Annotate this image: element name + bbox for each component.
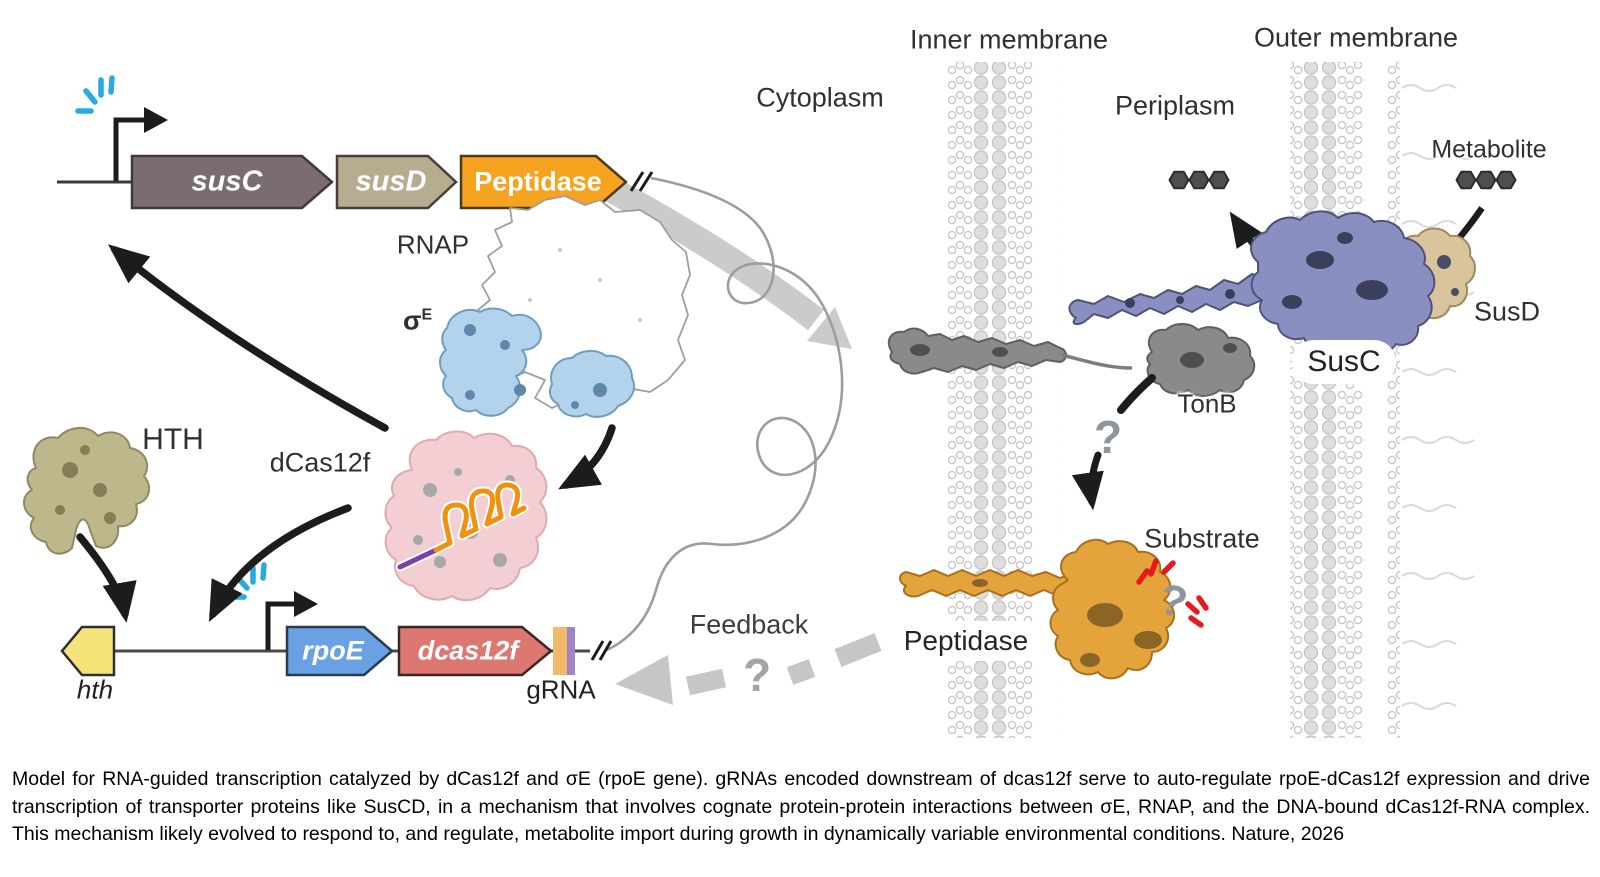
tonb-energization-arrow [1071,374,1156,511]
translocation-arrow [592,171,852,349]
peptidase-label-pill: Peptidase [885,621,1047,661]
peptidase-protein [899,538,1175,680]
susd-label: SusD [1473,296,1541,327]
metabolite-hexagons-icon [1455,170,1517,190]
gene-label-dcas12f: dcas12f [417,635,519,666]
gene-label-peptidase: Peptidase [474,166,602,197]
figure-caption: Model for RNA-guided transcription catal… [12,768,1590,846]
susc-protein [1068,210,1436,354]
gene-arrow-rpoE [285,625,394,677]
activation-arrows [76,244,616,623]
promoter-icon [113,107,168,181]
sigma-sup: E [421,306,433,324]
arrow-hth-to-locus [76,533,137,623]
gene-arrow-dcas12f [397,625,553,677]
outer-membrane-bilayer [1290,62,1400,738]
tonb-label: TonB [1177,388,1237,419]
arrow-dcas12f-to-sus-promoter [108,244,389,432]
feedback-question-mark: ? [742,649,772,701]
sigma-e-label: σE [403,306,432,337]
dcas12f-complex-label: dCas12f [269,447,371,478]
membrane-label-inner: Inner membrane [909,24,1109,55]
diagram-canvas [23,62,1517,738]
grna-block-purple [567,627,575,675]
membrane-label-outer: Outer membrane [1253,22,1459,53]
gene-label-susD: susD [355,165,427,198]
gene-arrow-hth [60,625,116,677]
substrate-label: Substrate [1144,523,1260,554]
tonb-protein [887,323,1256,397]
transcription-burst-icon [75,75,115,114]
sus-operon-locus [57,75,654,210]
periplasm-hexagons-icon [1168,170,1230,190]
gene-label-rpoE: rpoE [302,635,364,666]
arrow-dcas12f-to-rpoe-promoter [208,504,352,623]
sequence-break-icon [590,640,613,661]
gene-arrow-susD [335,154,458,210]
dcas12f-grna-complex [384,430,548,602]
gene-arrow-peptidase [459,154,628,210]
tonb-question-mark: ? [1093,411,1123,463]
gene-arrow-susC [130,154,334,210]
grna-block-orange [553,627,567,675]
hth-protein [23,427,151,555]
sigma-e-protein [439,307,636,418]
sigma-char: σ [403,305,422,336]
grna-label: gRNA [526,674,596,705]
cleavage-marks-icon [1136,558,1209,628]
region-label-cytoplasm: Cytoplasm [756,82,884,113]
promoter-icon [265,591,318,650]
dna-connector-line [606,176,844,652]
grna-hairpin-icon [395,480,529,572]
feedback-arrow [615,633,882,705]
hth-protein-label: HTH [142,423,204,456]
gene-label-hth: hth [76,674,114,705]
feedback-label: Feedback [689,609,809,640]
metabolite-label: Metabolite [1431,135,1547,164]
gene-label-susC: susC [191,165,263,198]
region-label-periplasm: Periplasm [1114,90,1236,121]
sequence-break-icon [629,171,654,192]
susc-label-pill: SusC [1292,340,1396,384]
arrow-rnap-to-dcas12f [558,424,616,490]
rpoe-dcas12f-locus [60,562,613,677]
rnap-label: RNAP [396,229,470,260]
